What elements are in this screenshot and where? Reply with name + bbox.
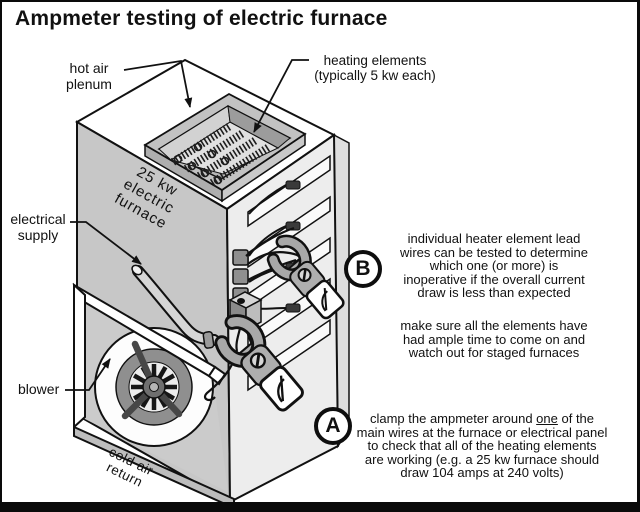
blower-leader bbox=[65, 358, 111, 391]
note-clamp-ampmeter: clamp the ampmeter around one of the mai… bbox=[356, 411, 608, 481]
heating-elements-leader bbox=[253, 59, 309, 133]
note-staged-furnaces: make sure all the elements have had ampl… bbox=[400, 318, 588, 361]
callout-a-badge: A bbox=[314, 407, 352, 445]
electrical-supply-label: electrical supply bbox=[10, 211, 66, 243]
leader-lines bbox=[65, 59, 309, 391]
blower-compartment bbox=[72, 282, 235, 502]
electrical-conduit bbox=[131, 264, 220, 349]
hot-air-plenum-label: hot air plenum bbox=[66, 60, 112, 92]
heating-elements-label: heating elements (typically 5 kw each) bbox=[314, 53, 436, 83]
blower-wheel bbox=[94, 327, 214, 447]
blower-label: blower bbox=[18, 381, 60, 397]
page-title: Ampmeter testing of electric furnace bbox=[15, 7, 388, 30]
callout-b-badge: B bbox=[344, 250, 382, 288]
electrical-supply-leader bbox=[70, 221, 142, 265]
underlined-word: one bbox=[536, 411, 558, 426]
blower-frame bbox=[72, 282, 235, 502]
heating-element-coils bbox=[170, 122, 272, 187]
hot-air-leader bbox=[123, 59, 193, 108]
note-element-testing: individual heater element lead wires can… bbox=[400, 231, 588, 301]
